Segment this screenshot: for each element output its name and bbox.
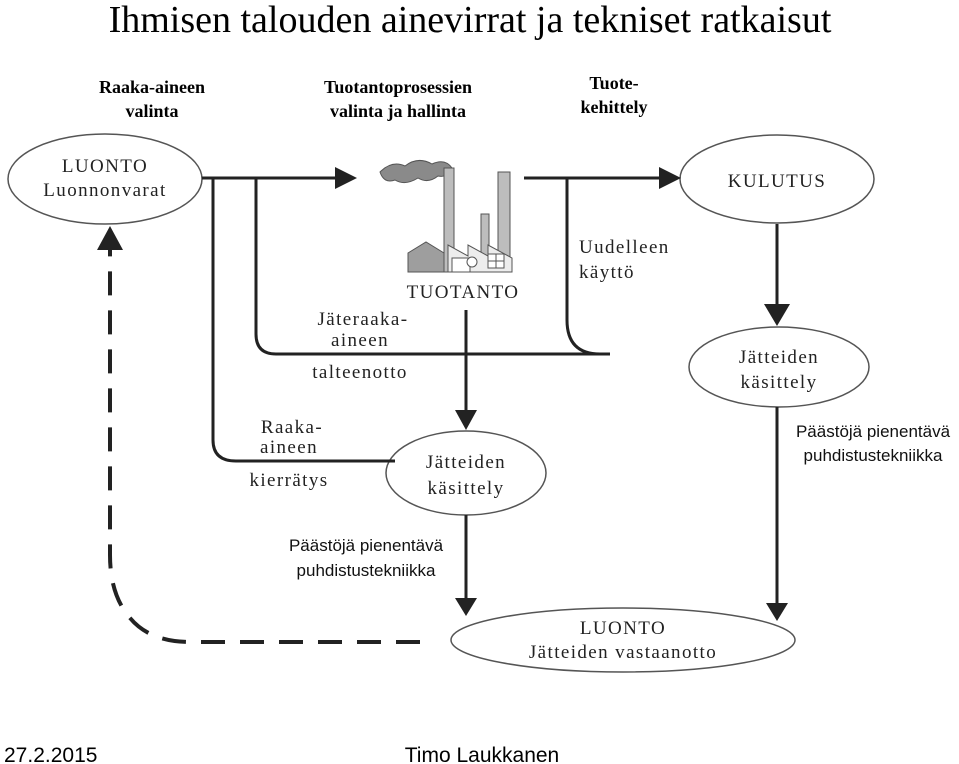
node-waste-processing-center: Jätteiden käsittely bbox=[385, 430, 547, 516]
label-emission-right: Päästöjä pienentävä puhdistustekniikka bbox=[796, 422, 951, 465]
header-production-line2: valinta ja hallinta bbox=[330, 101, 466, 121]
node-nature-resources-line2: Luonnonvarat bbox=[43, 180, 166, 201]
header-raw-material-line2: valinta bbox=[125, 101, 178, 121]
header-raw-material: Raaka-aineen valinta bbox=[99, 77, 205, 121]
header-product-dev-line1: Tuote- bbox=[589, 73, 638, 93]
label-recycling-line2: aineen bbox=[260, 437, 318, 458]
arrowhead-to-production bbox=[335, 167, 357, 189]
line-raw-material-recycling bbox=[211, 178, 395, 463]
node-nature-waste: LUONTO Jätteiden vastaanotto bbox=[450, 607, 796, 673]
node-waste-right-line1: Jätteiden bbox=[739, 347, 819, 368]
node-waste-processing-right: Jätteiden käsittely bbox=[688, 326, 870, 408]
label-recycling-line3: kierrätys bbox=[249, 470, 328, 491]
label-emission-center: Päästöjä pienentävä puhdistustekniikka bbox=[289, 536, 444, 580]
arrowhead-to-nature-center bbox=[455, 598, 477, 616]
header-product-development: Tuote- kehittely bbox=[581, 73, 648, 117]
footer-date: 27.2.2015 bbox=[4, 744, 97, 764]
node-waste-right-line2: käsittely bbox=[741, 372, 818, 393]
header-raw-material-line1: Raaka-aineen bbox=[99, 77, 205, 97]
node-nature-resources-line1: LUONTO bbox=[62, 156, 148, 177]
arrowhead-to-waste-center bbox=[455, 410, 477, 430]
label-raw-material-recycling: Raaka- aineen kierrätys bbox=[249, 417, 328, 491]
node-nature-waste-line2: Jätteiden vastaanotto bbox=[529, 642, 717, 663]
factory-icon bbox=[379, 160, 513, 273]
label-reuse-line1: Uudelleen bbox=[579, 237, 670, 258]
arrowhead-dashed-up bbox=[97, 226, 123, 250]
header-production-process: Tuotantoprosessien valinta ja hallinta bbox=[324, 77, 472, 121]
label-recycling-line1: Raaka- bbox=[261, 417, 323, 438]
node-waste-center-line2: käsittely bbox=[428, 478, 505, 499]
label-production: TUOTANTO bbox=[407, 282, 520, 303]
node-consumption-label: KULUTUS bbox=[728, 171, 826, 192]
node-waste-center-shape bbox=[385, 430, 547, 516]
node-nature-resources: LUONTO Luonnonvarat bbox=[7, 133, 203, 225]
line-waste-recovery bbox=[254, 178, 610, 356]
label-emission-right-line1: Päästöjä pienentävä bbox=[796, 422, 951, 441]
arrowhead-to-consumption bbox=[659, 167, 681, 189]
node-consumption: KULUTUS bbox=[679, 134, 875, 224]
arrowhead-to-nature-right bbox=[766, 603, 788, 621]
node-nature-waste-shape bbox=[450, 607, 796, 673]
header-product-dev-line2: kehittely bbox=[581, 97, 648, 117]
footer-author: Timo Laukkanen bbox=[405, 744, 559, 764]
arrowhead-to-waste-right bbox=[764, 304, 790, 326]
label-recovery-line2: aineen bbox=[331, 330, 389, 351]
page-title: Ihmisen talouden ainevirrat ja tekniset … bbox=[109, 0, 832, 41]
label-reuse-line2: käyttö bbox=[579, 262, 635, 283]
line-reuse bbox=[565, 178, 601, 356]
node-consumption-shape bbox=[679, 134, 875, 224]
node-nature-waste-line1: LUONTO bbox=[580, 618, 666, 639]
node-waste-right-shape bbox=[688, 326, 870, 408]
node-waste-center-line1: Jätteiden bbox=[426, 452, 506, 473]
header-production-line1: Tuotantoprosessien bbox=[324, 77, 472, 97]
node-nature-resources-shape bbox=[7, 133, 203, 225]
label-emission-center-line1: Päästöjä pienentävä bbox=[289, 536, 444, 555]
label-recovery-line1: Jäteraaka- bbox=[318, 309, 409, 330]
label-reuse: Uudelleen käyttö bbox=[579, 237, 670, 283]
label-emission-right-line2: puhdistustekniikka bbox=[804, 446, 943, 465]
label-emission-center-line2: puhdistustekniikka bbox=[297, 561, 436, 580]
label-waste-material-recovery: Jäteraaka- aineen talteenotto bbox=[312, 309, 409, 383]
label-recovery-line3: talteenotto bbox=[312, 362, 408, 383]
dashed-return-line bbox=[108, 250, 420, 644]
